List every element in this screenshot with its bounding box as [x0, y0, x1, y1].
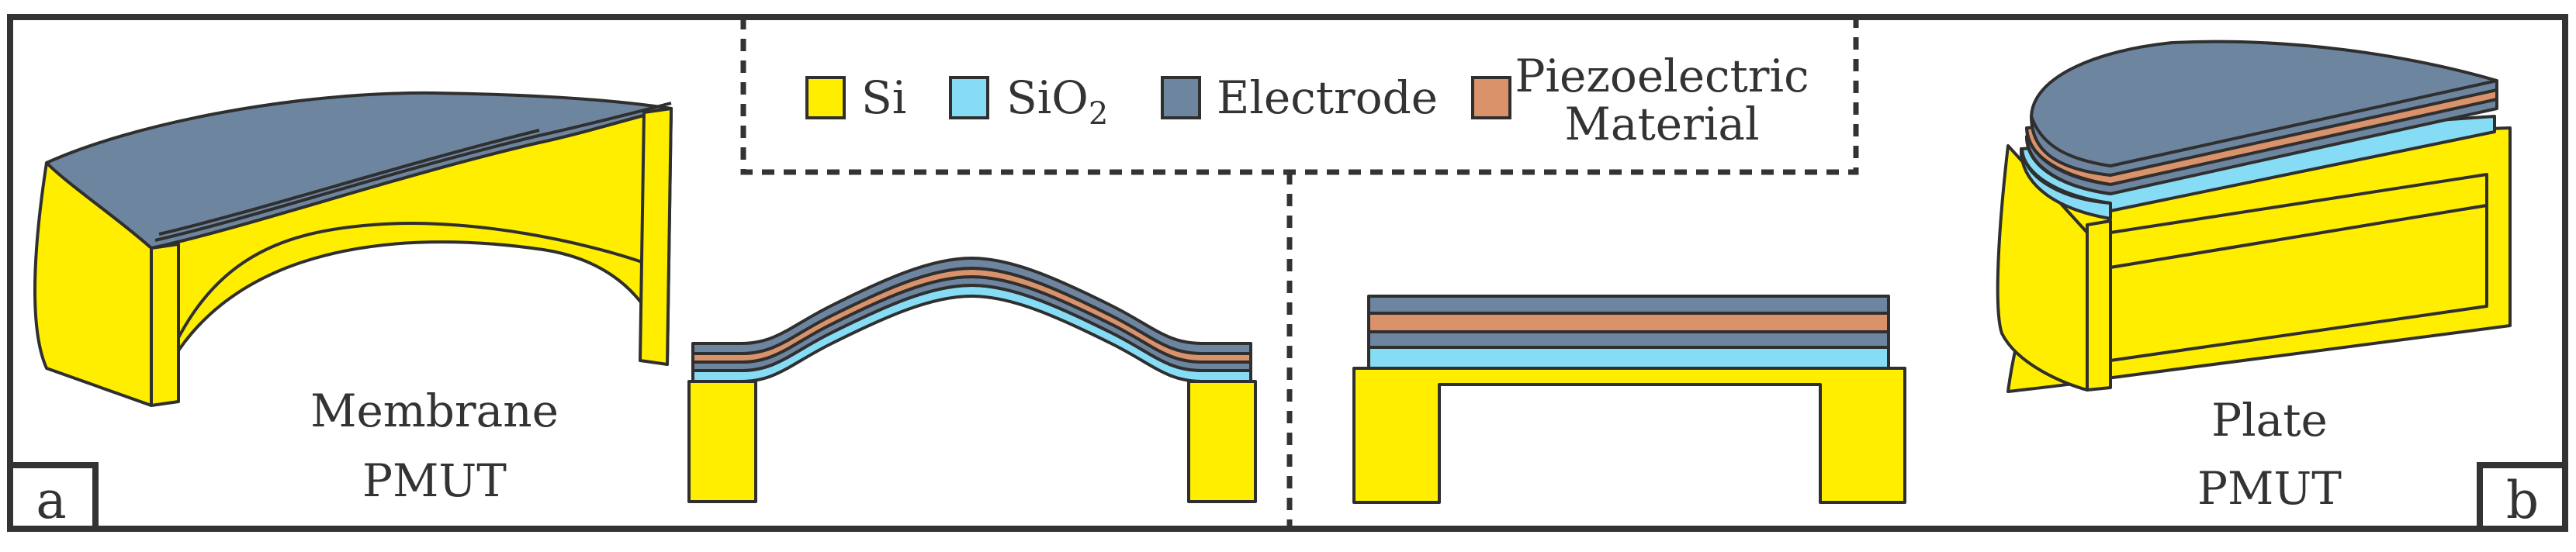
panel-b-title-line1: Plate: [2211, 394, 2328, 447]
plate-3d-top-electrode-surface: [2030, 40, 2498, 177]
legend-swatch-sio2: [949, 76, 989, 119]
legend-item-si: Si: [805, 71, 906, 124]
membrane-3d-front-face: [150, 243, 180, 407]
plate-3d-layer-lines: [2020, 79, 2498, 205]
membrane-3d-back-face: [639, 107, 673, 366]
panel-a-title-line1: Membrane: [310, 385, 559, 437]
legend-label-sio2-subscript: 2: [1089, 96, 1108, 132]
membrane-3d-model: [33, 91, 673, 407]
legend-label-sio2-main: SiO: [1006, 71, 1089, 124]
panel-a-letter-box: [7, 462, 99, 532]
plate-sio2-layer: [1367, 346, 1890, 370]
legend-item-sio2: SiO2: [949, 71, 1108, 132]
plate-3d-front-cut-face: [2086, 219, 2112, 392]
legend-item-electrode: Electrode: [1161, 71, 1438, 124]
legend-label-si: Si: [861, 71, 906, 124]
membrane-left-si-support: [687, 380, 757, 503]
legend-label-sio2: SiO2: [1006, 71, 1108, 132]
panel-b-letter: b: [2506, 471, 2539, 530]
membrane-electrode-layer-top: [691, 257, 1252, 355]
panel-b-letter-box: [2477, 462, 2568, 532]
membrane-cross-section: [687, 257, 1257, 503]
plate-cross-section: [1352, 295, 1906, 504]
plate-electrode-layer-top: [1367, 295, 1890, 315]
panel-a-title-line2: PMUT: [362, 454, 507, 507]
legend-label-electrode: Electrode: [1217, 71, 1438, 124]
legend-swatch-si: [805, 76, 846, 119]
membrane-3d-layer-lines: [154, 102, 672, 242]
plate-electrode-layer-bottom: [1367, 330, 1890, 349]
plate-piezo-layer: [1367, 312, 1890, 333]
legend-label-piezo-line2: Material: [1564, 98, 1759, 150]
membrane-right-si-support: [1187, 380, 1257, 503]
legend-label-piezo-line1: Piezoelectric: [1515, 50, 1809, 102]
legend-swatch-piezo: [1471, 76, 1511, 119]
panel-a-letter: a: [36, 471, 66, 530]
panel-b-title-line2: PMUT: [2197, 462, 2342, 515]
plate-si-substrate: [1352, 367, 1906, 504]
legend-swatch-electrode: [1161, 76, 1201, 119]
plate-3d-outer-wall: [1996, 144, 2089, 392]
plate-3d-model: [1996, 40, 2512, 393]
legend: Si SiO2 Electrode Piezoelectric Material: [805, 50, 1809, 150]
membrane-sio2-layer: [691, 284, 1252, 383]
legend-item-piezoelectric: Piezoelectric Material: [1471, 50, 1809, 150]
legend-dashed-border: [740, 17, 1859, 175]
